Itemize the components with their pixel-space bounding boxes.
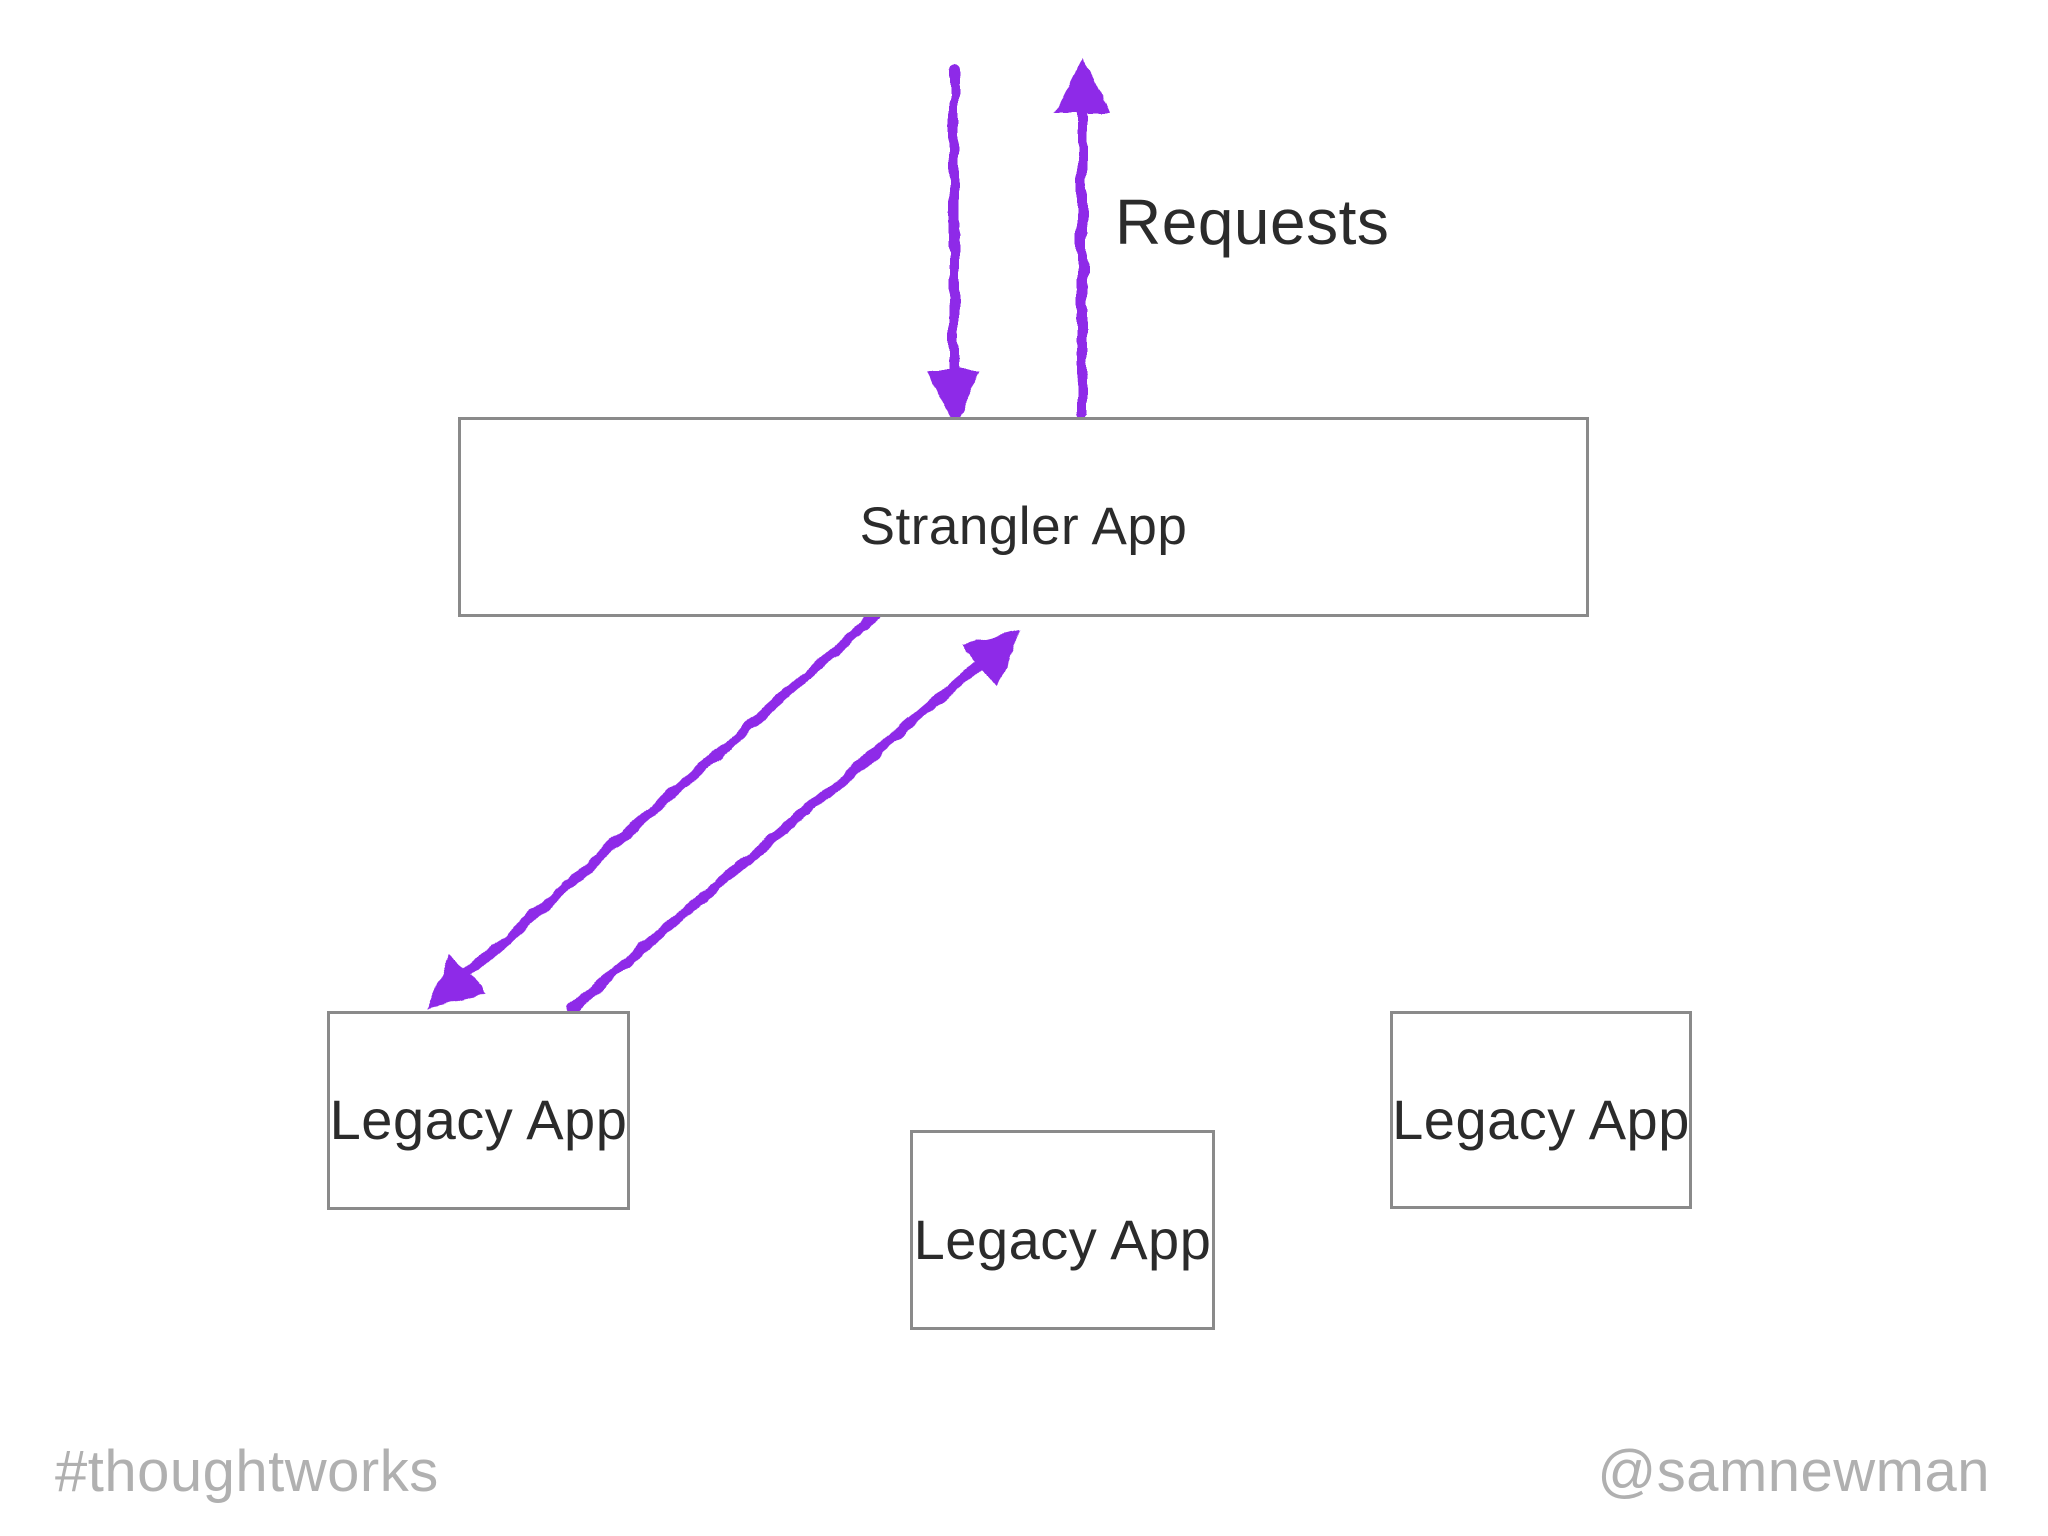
legacy-app-label-1: Legacy App <box>329 1088 628 1151</box>
strangler-to-legacy-arrow <box>426 599 893 1010</box>
requests-label: Requests <box>1115 186 1390 258</box>
strangler-app-box: Strangler App <box>458 417 1589 617</box>
legacy-app-label-3: Legacy App <box>1392 1087 1690 1151</box>
strangler-app-label: Strangler App <box>859 496 1188 556</box>
legacy-app-box-1: Legacy App <box>327 1011 630 1210</box>
footer-hashtag: #thoughtworks <box>55 1439 439 1504</box>
legacy-app-box-3: Legacy App <box>1390 1011 1692 1209</box>
legacy-app-box-2: Legacy App <box>910 1130 1215 1330</box>
legacy-app-label-2: Legacy App <box>913 1207 1212 1271</box>
legacy-to-strangler-arrow <box>567 629 1021 1013</box>
footer-handle: @samnewman <box>1597 1439 1990 1504</box>
